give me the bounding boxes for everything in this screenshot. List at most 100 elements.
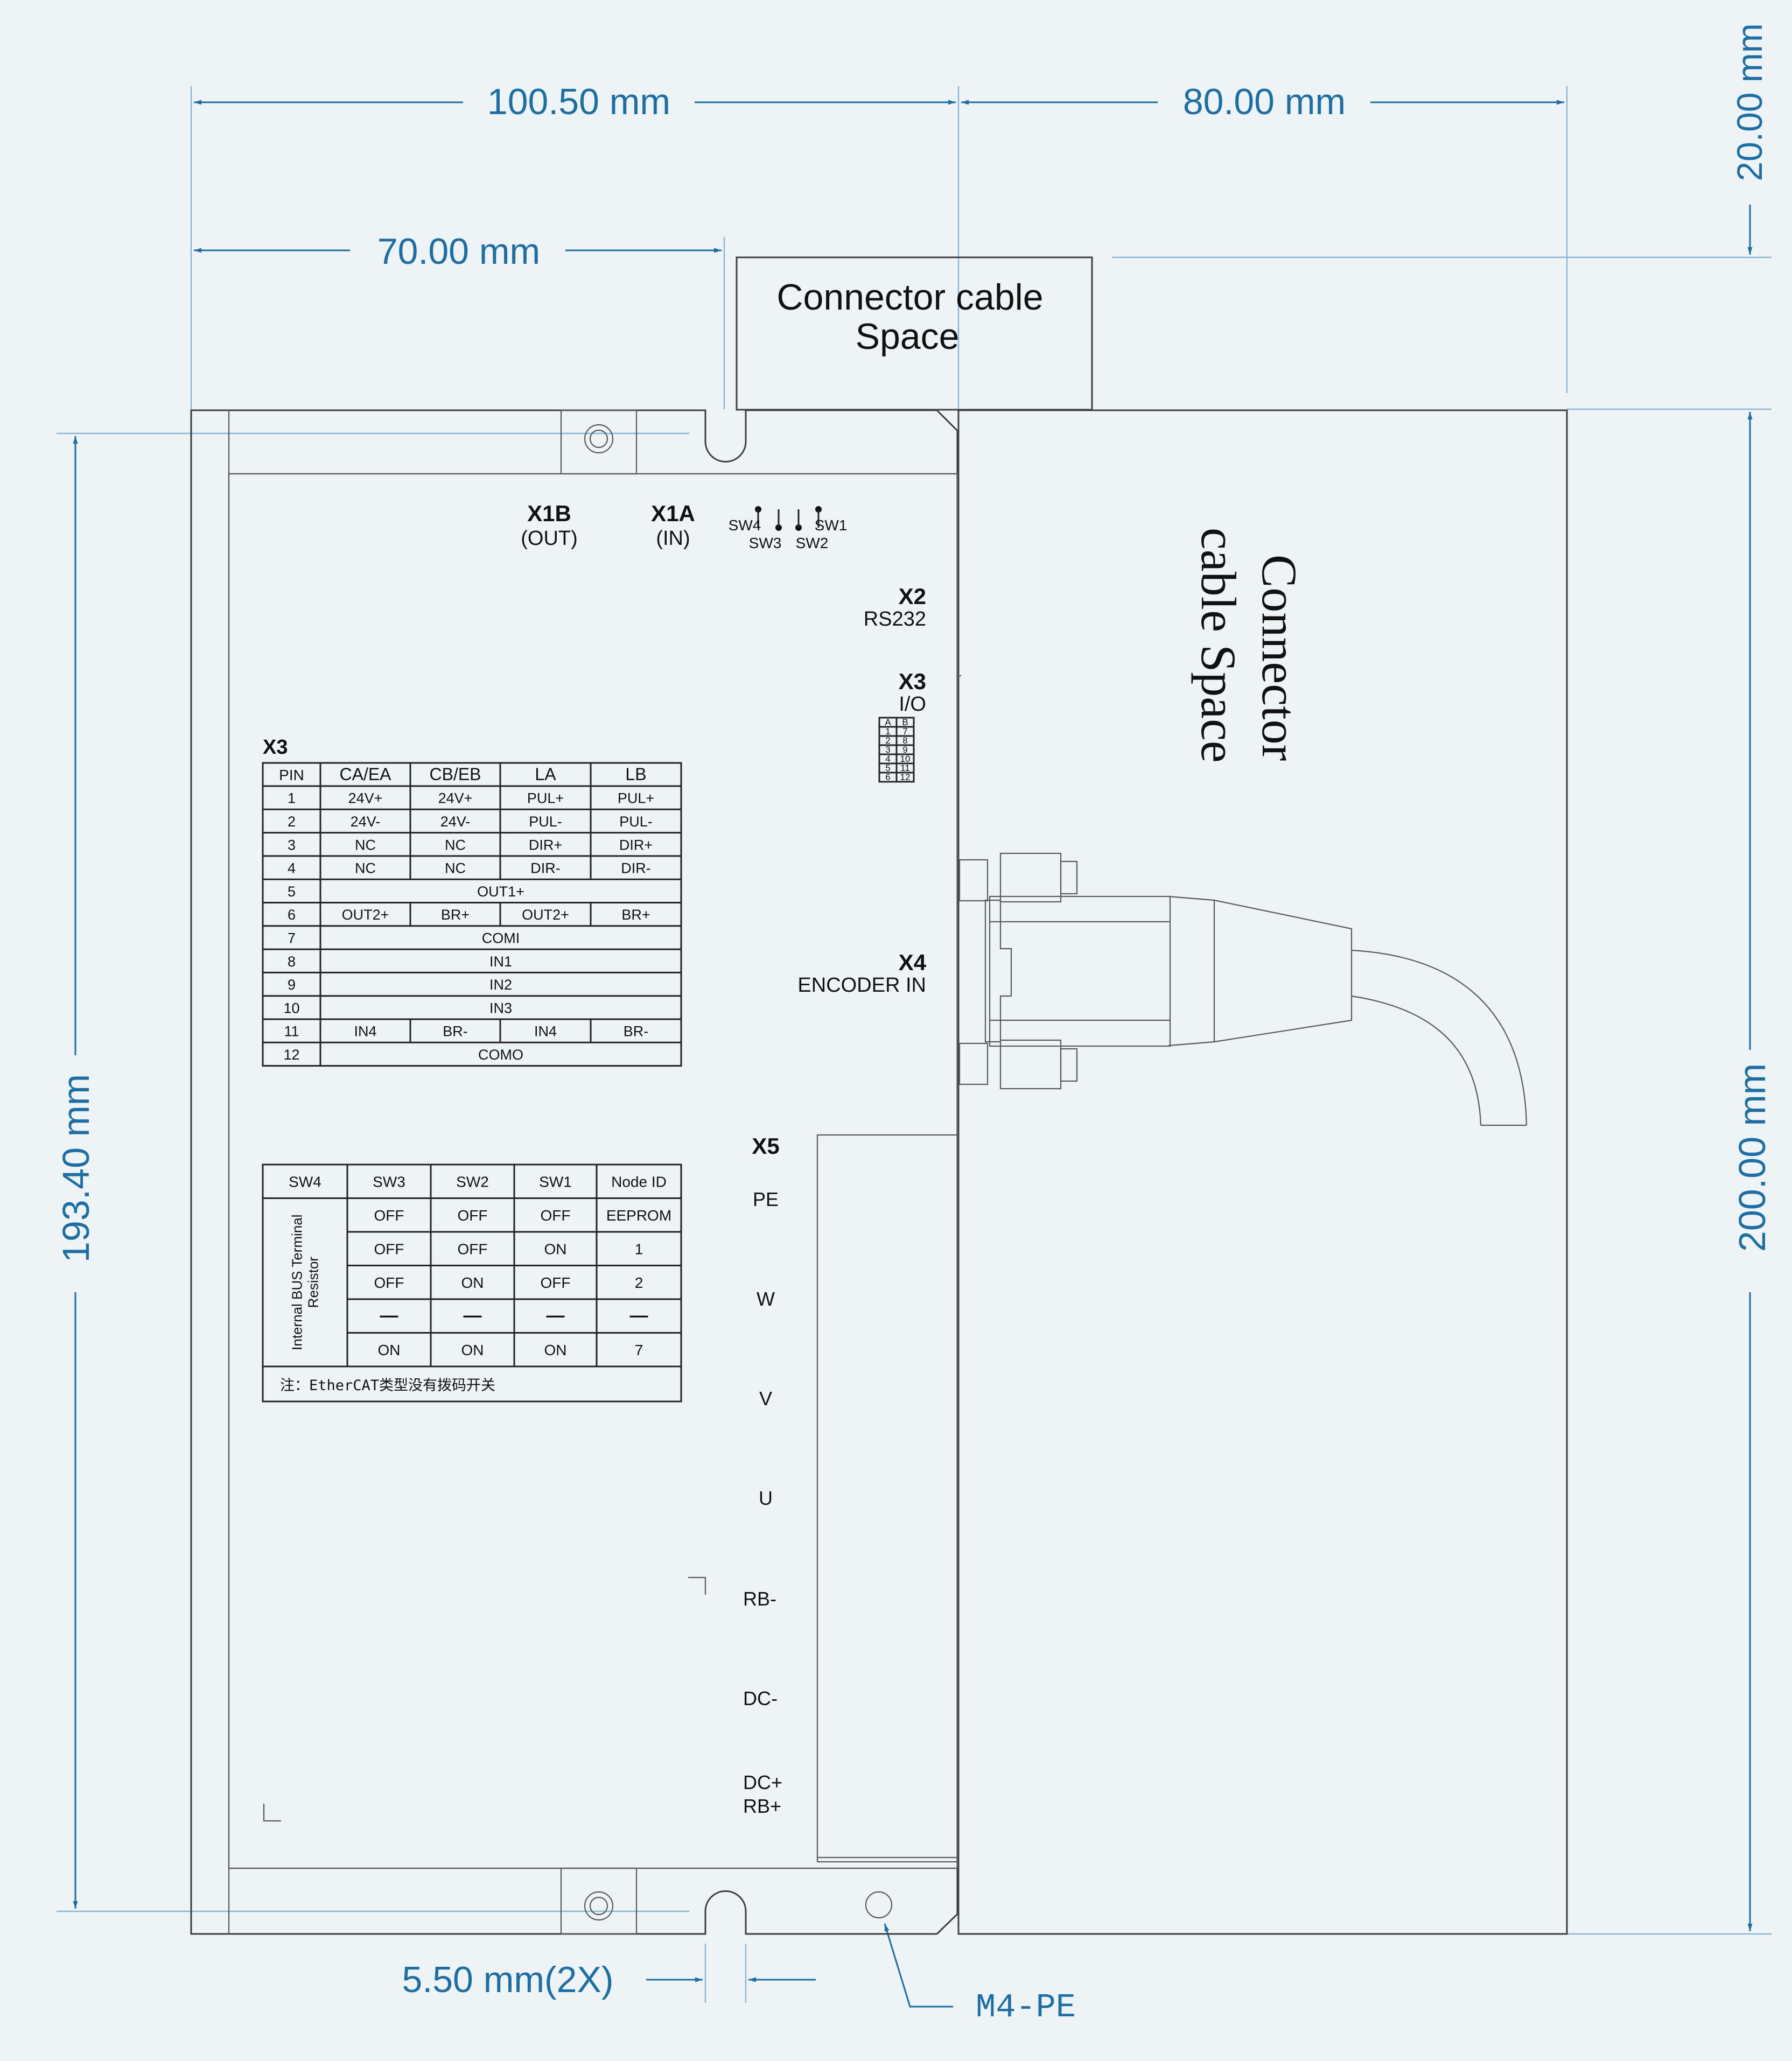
pin-signal: 24V- [440, 814, 471, 830]
pin-number: 9 [288, 977, 296, 993]
sw2-label: SW2 [796, 535, 829, 551]
pin-number: 7 [288, 930, 296, 946]
io-grid-cell: 3 [885, 745, 890, 755]
pin-number: 2 [288, 814, 296, 830]
encoder-connector [958, 852, 1528, 1126]
side-space-line2: cable Space [1191, 528, 1246, 763]
pin-number: 12 [283, 1047, 299, 1063]
pin-signal: OUT1+ [477, 884, 524, 900]
switch-table-cell: OFF [374, 1240, 404, 1257]
x5-terminal-label: RB+ [743, 1795, 781, 1817]
pin-signal: PUL- [529, 814, 562, 830]
x1a-label: X1A [651, 501, 695, 526]
x3-table-title: X3 [263, 736, 288, 759]
pin-number: 4 [288, 860, 296, 877]
switch-table-cell: — [380, 1305, 398, 1326]
io-grid-cell: 8 [902, 735, 907, 746]
x5-terminal-label: DC+ [743, 1771, 782, 1793]
switch-table-cell: EEPROM [606, 1207, 671, 1224]
x1b-sub-label: (OUT) [521, 527, 578, 550]
switch-table-header: SW2 [456, 1173, 489, 1190]
pin-signal: 24V+ [348, 790, 383, 807]
dim-right-top: 20.00 mm [1730, 23, 1769, 181]
dim-left-height: 193.40 mm [55, 1074, 97, 1263]
pin-signal: NC [445, 860, 466, 877]
pin-signal: BR+ [441, 907, 470, 923]
pin-signal: IN4 [354, 1024, 376, 1040]
connector-labels: X1B (OUT) X1A (IN) SW4 SW3 SW2 SW1 X2 RS… [263, 501, 927, 1159]
x1b-label: X1B [527, 501, 571, 526]
x4-sub-label: ENCODER IN [797, 974, 926, 997]
x1a-sub-label: (IN) [656, 527, 690, 550]
x5-label: X5 [752, 1133, 779, 1159]
pin-signal: DIR- [621, 860, 651, 877]
pin-number: 11 [284, 1024, 299, 1040]
switch-table-cell: — [630, 1305, 648, 1326]
x5-terminal-label: V [759, 1387, 772, 1410]
io-grid-cell: 6 [885, 772, 890, 782]
switch-table-cell: OFF [458, 1207, 488, 1224]
io-grid-header-a: A [885, 717, 891, 727]
dim-ground-screw: M4-PE [976, 1988, 1076, 2027]
dip-switch-icon [755, 506, 822, 531]
switch-table-note: 注：EtherCAT类型没有拨码开关 [280, 1377, 495, 1394]
pin-table-header: CB/EB [429, 765, 481, 784]
pin-signal: IN3 [489, 1000, 512, 1016]
x2-label: X2 [899, 584, 926, 609]
drive-body [190, 409, 961, 1935]
switch-table-cell: OFF [374, 1274, 404, 1291]
pin-signal: IN1 [489, 954, 512, 970]
switch-table-header: SW3 [373, 1173, 405, 1190]
io-grid-cell: 12 [900, 772, 911, 782]
switch-table-header: Node ID [611, 1173, 667, 1190]
pin-signal: OUT2+ [522, 907, 569, 923]
top-space-line1: Connector cable [776, 277, 1043, 318]
switch-table-cell: ON [544, 1240, 567, 1257]
switch-table-header: SW4 [289, 1173, 321, 1190]
side-connector-space: Connector cable Space [957, 409, 1568, 1935]
pin-number: 5 [288, 884, 296, 900]
switch-table-cell: ON [378, 1342, 401, 1358]
sw4-function-label-line1: Internal BUS Terminal [289, 1215, 305, 1350]
switch-table-frame [262, 1163, 682, 1403]
x3-sub-label: I/O [899, 693, 926, 716]
dimension-lines [73, 100, 1753, 2008]
dim-top-total-left: 100.50 mm [487, 81, 670, 122]
switch-table-cell: OFF [541, 1207, 571, 1224]
pin-signal: 24V- [351, 814, 381, 830]
io-grid-cell: 10 [900, 754, 911, 764]
switch-table-header: SW1 [539, 1173, 572, 1190]
pin-signal: 24V+ [438, 790, 473, 807]
pin-signal: PUL+ [527, 790, 564, 807]
sw3-label: SW3 [749, 535, 782, 551]
pin-signal: COMO [478, 1047, 523, 1063]
dim-right-height: 200.00 mm [1731, 1063, 1773, 1252]
x5-terminal-label: DC- [743, 1687, 778, 1709]
x5-terminal-label: RB- [743, 1588, 776, 1610]
x2-sub-label: RS232 [864, 608, 926, 630]
top-space-line2: Space [856, 316, 960, 357]
pin-signal: NC [445, 837, 466, 853]
switch-table-cell: 7 [635, 1342, 643, 1358]
pin-table-frame [262, 762, 682, 1067]
pin-signal: PUL+ [618, 790, 654, 807]
x4-label: X4 [899, 950, 927, 975]
io-grid-cell: 2 [885, 735, 890, 746]
io-grid-cell: 1 [885, 726, 890, 737]
sw4-label: SW4 [729, 517, 761, 534]
dim-top-partial: 70.00 mm [377, 231, 540, 272]
sw4-function-label-line2: Resistor [305, 1257, 321, 1308]
x5-terminal-label: PE [753, 1188, 779, 1210]
pin-number: 3 [288, 837, 296, 853]
switch-table-cell: ON [544, 1342, 567, 1358]
io-grid-cell: 11 [900, 763, 910, 773]
x5-terminal-label: U [759, 1487, 773, 1509]
extension-lines [57, 86, 1772, 2003]
pin-signal: BR- [443, 1024, 468, 1040]
pin-number: 10 [283, 1000, 299, 1016]
